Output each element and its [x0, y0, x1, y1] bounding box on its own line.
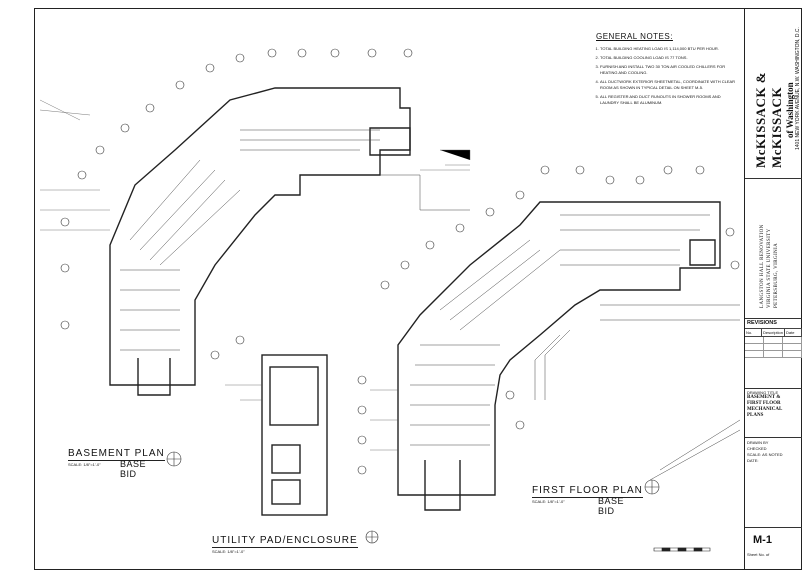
basement-plan-scale: SCALE: 1/8"=1'-0" [68, 462, 101, 467]
general-notes: GENERAL NOTES: TOTAL BUILDING HEATING LO… [586, 32, 736, 109]
revision-header-cell: No. [745, 329, 762, 336]
basement-plan-title: BASEMENT PLAN SCALE: 1/8"=1'-0" BASE BID [68, 443, 165, 479]
firm-subtitle: of Washington [785, 82, 795, 138]
title-block: McKISSACK & McKISSACK of Washington 1401… [744, 8, 803, 570]
utility-pad-outline [261, 354, 328, 516]
sheet-number-block: M-1 Sheet No. of [745, 528, 802, 568]
revision-header-cell: Description [763, 329, 786, 336]
revisions-header: No. Description Date [745, 329, 803, 337]
basement-plan-title-text: BASEMENT PLAN [68, 448, 165, 461]
sheet-of: Sheet No. of [747, 552, 770, 557]
drawing-title-block: DRAWING TITLE BASEMENT & FIRST FLOOR MEC… [745, 388, 802, 438]
first-floor-plan-walls [397, 201, 721, 511]
drawing-sheet-border [34, 8, 802, 570]
first-floor-plan-title-text: FIRST FLOOR PLAN [532, 485, 643, 498]
info-line: DRAWN BY [747, 440, 769, 445]
firm-block: McKISSACK & McKISSACK of Washington 1401… [745, 8, 802, 179]
revision-row [745, 337, 802, 344]
basement-plan-bid: BASE BID [120, 459, 147, 479]
drawing-title-line: PLANS [747, 413, 764, 418]
drawing-title-label: DRAWING TITLE [747, 390, 779, 395]
project-line: LANGSTON HALL RENOVATION [760, 224, 765, 308]
first-floor-plan-bid: BASE BID [598, 496, 625, 516]
utility-pad-title: UTILITY PAD/ENCLOSURE SCALE: 1/8"=1'-0" [212, 530, 358, 554]
revision-row [745, 351, 802, 358]
revisions-title: REVISIONS [745, 318, 802, 329]
first-floor-plan-scale: SCALE: 1/8"=1'-0" [532, 499, 565, 504]
drawing-title-line: FIRST FLOOR [747, 401, 781, 406]
firm-address: 1401 NEW YORK AVENUE, N.W. WASHINGTON, D… [795, 27, 801, 150]
sheet-number: M-1 [753, 534, 772, 546]
drawing-title-line: MECHANICAL [747, 407, 783, 412]
drawing-info-block: DRAWN BY CHECKED SCALE: AS NOTED DATE: [745, 438, 802, 528]
info-line: CHECKED [747, 446, 767, 451]
note-item: TOTAL BUILDING HEATING LOAD IS 1,114,000… [600, 46, 736, 52]
project-block: LANGSTON HALL RENOVATION VIRGINIA STATE … [745, 178, 802, 319]
note-item: FURNISH AND INSTALL TWO 30 TON AIR COOLE… [600, 64, 736, 76]
basement-plan-walls [109, 87, 411, 396]
info-line: SCALE: AS NOTED [747, 452, 783, 457]
project-line: VIRGINIA STATE UNIVERSITY [767, 228, 772, 308]
utility-pad-scale: SCALE: 1/8"=1'-0" [212, 549, 245, 554]
utility-pad-title-text: UTILITY PAD/ENCLOSURE [212, 535, 358, 548]
note-item: ALL DUCTWORK EXTERIOR SHEETMETAL, COORDI… [600, 79, 736, 91]
note-item: ALL REGISTER AND DUCT RUNOUTS IN SHOWER … [600, 94, 736, 106]
firm-name: McKISSACK & McKISSACK [753, 71, 784, 168]
drawing-title-line: BASEMENT & [747, 395, 781, 400]
info-line: DATE: [747, 458, 759, 463]
first-floor-plan-title: FIRST FLOOR PLAN SCALE: 1/8"=1'-0" BASE … [532, 480, 643, 516]
revisions-block: REVISIONS No. Description Date [745, 318, 803, 389]
general-notes-title: GENERAL NOTES: [596, 32, 673, 41]
project-line: PETERSBURG, VIRGINIA [774, 242, 779, 308]
revision-row [745, 344, 802, 351]
note-item: TOTAL BUILDING COOLING LOAD IS 77 TONS. [600, 55, 736, 61]
revision-header-cell: Date [785, 329, 803, 336]
